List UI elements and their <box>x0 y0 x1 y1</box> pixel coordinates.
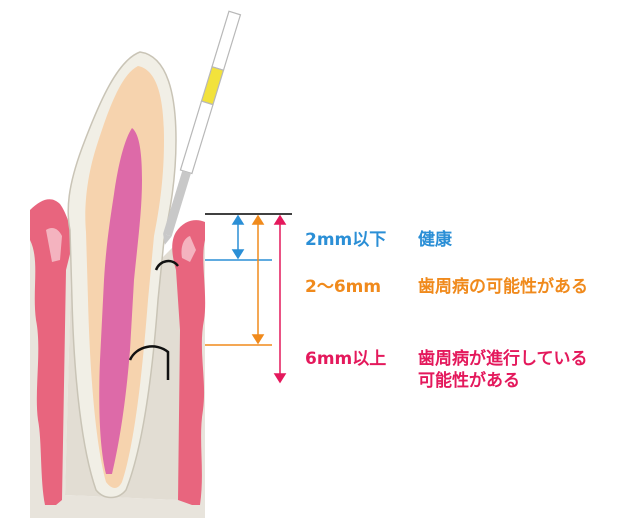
meaning-label-6mm: 歯周病が進行している 可能性がある <box>418 348 588 392</box>
depth-label-2mm: 2mm以下 <box>305 229 386 251</box>
meaning-advanced-line1: 歯周病が進行している <box>418 349 588 369</box>
depth-label-6mm: 6mm以上 <box>305 348 386 370</box>
arrow-2-6mm <box>251 214 265 345</box>
meaning-possible: 歯周病の可能性がある <box>418 277 588 297</box>
gum-tissue <box>30 199 74 505</box>
meaning-label-2-6mm: 歯周病の可能性がある <box>418 276 588 298</box>
arrow-6mm <box>273 214 287 384</box>
attachment-healthy <box>154 259 179 271</box>
depth-range-2-6mm: 2～6mm <box>305 277 382 297</box>
meaning-advanced-line2: 可能性がある <box>418 371 520 391</box>
gum-light-left <box>46 228 62 262</box>
pulp <box>99 128 142 474</box>
periodontal-probe-icon <box>163 10 242 245</box>
depth-range-2mm: 2mm以下 <box>305 230 387 250</box>
meaning-label-2mm: 健康 <box>418 229 452 251</box>
attachment-deep <box>128 345 170 380</box>
depth-label-2-6mm: 2～6mm <box>305 276 381 298</box>
depth-range-6mm: 6mm以上 <box>305 349 387 369</box>
gum-light-right <box>181 236 196 262</box>
arrow-2mm <box>231 214 245 260</box>
gum-tissue-right <box>172 220 206 505</box>
meaning-healthy: 健康 <box>418 230 452 250</box>
